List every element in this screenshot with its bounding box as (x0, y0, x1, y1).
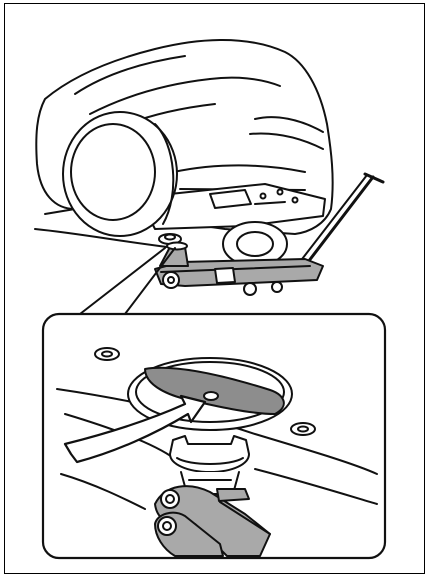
illustration-frame (4, 3, 425, 574)
front-wheel (63, 112, 177, 236)
jacking-illustration (5, 4, 424, 573)
detail-inset (43, 314, 385, 558)
callout-line-left (80, 248, 165, 314)
